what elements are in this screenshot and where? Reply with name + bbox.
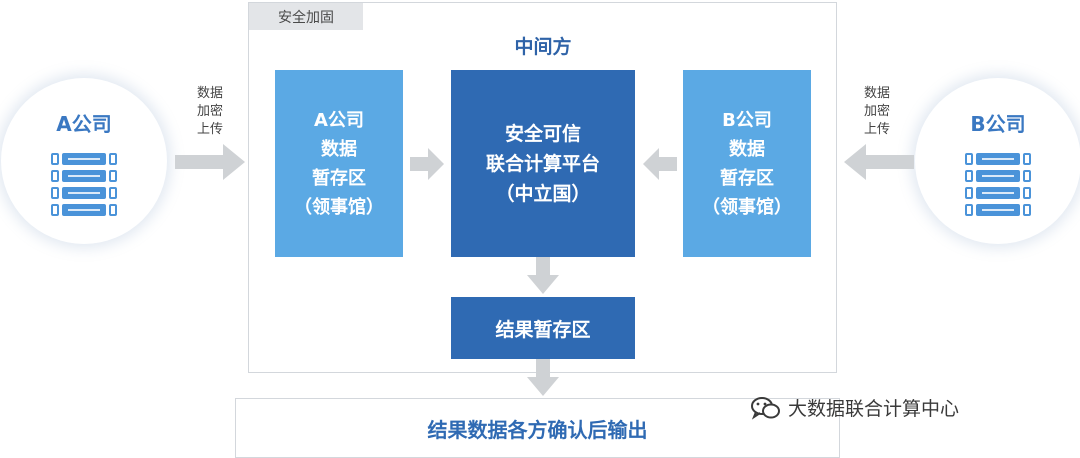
result-staging-box: 结果暂存区 — [451, 297, 635, 359]
a-staging-box: A公司 数据 暂存区 （领事馆） — [275, 70, 403, 257]
platform-box: 安全可信 联合计算平台 （中立国） — [451, 70, 635, 257]
a-staging-line: 暂存区 — [312, 167, 366, 189]
wechat-icon — [751, 396, 780, 420]
b-staging-line: 数据 — [729, 138, 765, 160]
company-a-node: A公司 — [1, 78, 167, 244]
arrow-right-icon — [410, 148, 444, 180]
upload-label-line: 数据 — [196, 86, 223, 101]
security-tag: 安全加固 — [249, 3, 363, 30]
watermark-text: 大数据联合计算中心 — [788, 398, 960, 420]
b-staging-line: 暂存区 — [720, 167, 774, 189]
arrow-left-icon — [643, 148, 677, 180]
upload-label-line: 上传 — [863, 122, 890, 137]
b-staging-box: B公司 数据 暂存区 （领事馆） — [683, 70, 811, 257]
a-staging-line: （领事馆） — [294, 196, 384, 218]
upload-label-left: 数据 加密 上传 — [190, 85, 230, 139]
upload-label-right: 数据 加密 上传 — [857, 85, 897, 139]
watermark: 大数据联合计算中心 — [750, 394, 959, 421]
upload-label-line: 加密 — [196, 104, 223, 119]
middle-party-title: 中间方 — [514, 36, 572, 58]
server-icon — [48, 153, 120, 221]
company-a-label: A公司 — [56, 112, 112, 136]
upload-label-line: 数据 — [863, 86, 890, 101]
upload-label-line: 加密 — [863, 104, 890, 119]
platform-line: 安全可信 — [504, 122, 581, 145]
platform-line: （中立国） — [495, 182, 591, 205]
upload-label-line: 上传 — [196, 122, 223, 137]
server-icon — [962, 153, 1034, 221]
a-staging-line: A公司 — [314, 109, 364, 131]
output-box: 结果数据各方确认后输出 — [235, 398, 840, 458]
b-staging-line: B公司 — [722, 109, 772, 131]
company-b-node: B公司 — [915, 78, 1080, 244]
company-b-label: B公司 — [970, 112, 1026, 136]
a-staging-line: 数据 — [321, 138, 357, 160]
arrow-left-icon — [844, 144, 914, 180]
arrow-down-icon — [527, 257, 559, 294]
b-staging-line: （领事馆） — [702, 196, 792, 218]
platform-line: 联合计算平台 — [485, 152, 600, 175]
arrow-down-icon — [527, 359, 559, 396]
arrow-right-icon — [175, 144, 245, 180]
